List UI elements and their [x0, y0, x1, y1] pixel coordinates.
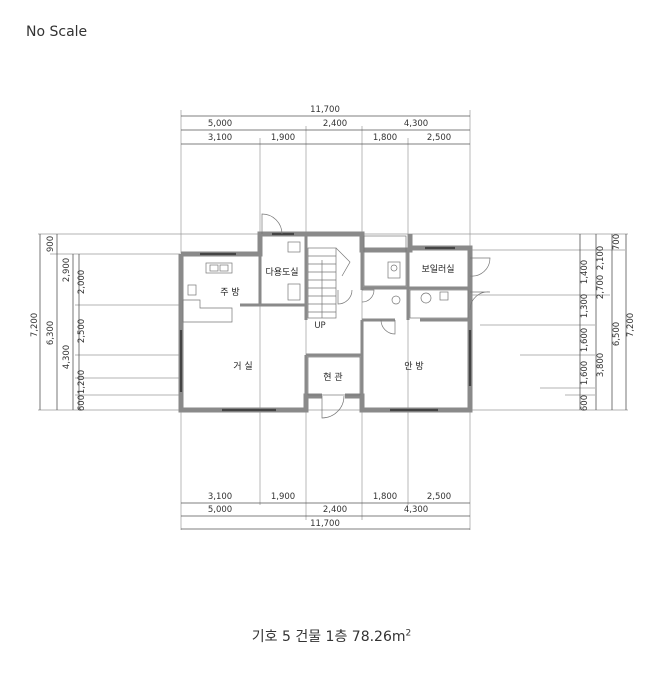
windows [179, 232, 472, 412]
room-boiler: 보일러실 [421, 264, 454, 275]
dim-left-mid-2: 900 [46, 236, 56, 252]
top-dimensions: 11,700 5,000 2,400 4,300 3,100 1,900 1,8… [208, 105, 451, 143]
room-living: 거 실 [233, 361, 252, 372]
right-dimensions: 1,400 1,300 1,600 1,600 600 2,100 2,700 … [580, 234, 636, 411]
dim-bottom-mid-3: 4,300 [404, 505, 428, 515]
dim-right-b-2: 1,300 [580, 294, 590, 318]
interior-walls [240, 234, 470, 410]
dim-left-b-2: 2,500 [77, 319, 87, 343]
dim-left-b-1: 2,000 [77, 270, 87, 294]
scale-note: No Scale [26, 24, 88, 40]
bottom-dimensions: 3,100 1,900 1,800 2,500 5,000 2,400 4,30… [208, 492, 451, 529]
dim-left-a-2: 4,300 [62, 345, 72, 369]
dim-total-bottom: 11,700 [310, 519, 340, 529]
dim-right-a-3: 3,800 [596, 353, 606, 377]
doors [261, 213, 491, 419]
dim-left-a-1: 2,900 [62, 258, 72, 282]
dim-top-mid-3: 4,300 [404, 119, 428, 129]
dim-bottom-inner-2: 1,900 [271, 492, 295, 502]
dim-right-b-3: 1,600 [580, 328, 590, 352]
dim-bottom-mid-2: 2,400 [323, 505, 347, 515]
caption-superscript: 2 [405, 628, 412, 639]
dim-left-outer: 7,200 [30, 313, 40, 337]
room-master: 안 방 [404, 361, 423, 372]
dim-right-mid-1: 6,500 [612, 322, 622, 346]
dim-right-a-1: 2,100 [596, 246, 606, 270]
dim-top-mid-1: 5,000 [208, 119, 232, 129]
dim-right-b-5: 600 [580, 395, 590, 411]
dim-top-inner-1: 3,100 [208, 133, 232, 143]
dim-left-b-4: 600 [77, 395, 87, 411]
stair-up-label: UP [314, 321, 325, 331]
plan-caption: 기호 5 건물 1층 78.26m2 [0, 626, 663, 646]
dim-bottom-mid-1: 5,000 [208, 505, 232, 515]
dim-top-inner-4: 2,500 [427, 133, 451, 143]
left-dimensions: 7,200 6,300 900 2,900 4,300 2,000 2,500 … [30, 236, 87, 411]
room-kitchen: 주 방 [220, 287, 239, 298]
dim-right-b-4: 1,600 [580, 361, 590, 385]
dim-top-inner-2: 1,900 [271, 133, 295, 143]
dim-right-mid-2: 700 [612, 234, 622, 250]
dim-bottom-inner-3: 1,800 [373, 492, 397, 502]
room-labels: 주 방 다용도실 보일러실 거 실 현 관 안 방 UP [220, 264, 454, 383]
fixtures [182, 235, 469, 396]
dim-right-outer: 7,200 [626, 313, 636, 337]
dimension-lines [39, 115, 627, 530]
dim-right-b-1: 1,400 [580, 260, 590, 284]
dim-top-inner-3: 1,800 [373, 133, 397, 143]
stairs [307, 247, 351, 319]
dim-top-mid-2: 2,400 [323, 119, 347, 129]
room-entrance: 현 관 [323, 372, 342, 383]
dim-right-a-2: 2,700 [596, 275, 606, 299]
dim-bottom-inner-1: 3,100 [208, 492, 232, 502]
dim-left-b-3: 1,200 [77, 370, 87, 394]
dim-total-top: 11,700 [310, 105, 340, 115]
caption-text: 기호 5 건물 1층 78.26m [251, 629, 406, 645]
room-utility: 다용도실 [265, 267, 298, 278]
dim-bottom-inner-4: 2,500 [427, 492, 451, 502]
dim-left-mid-1: 6,300 [46, 321, 56, 345]
extension-lines [38, 110, 628, 530]
